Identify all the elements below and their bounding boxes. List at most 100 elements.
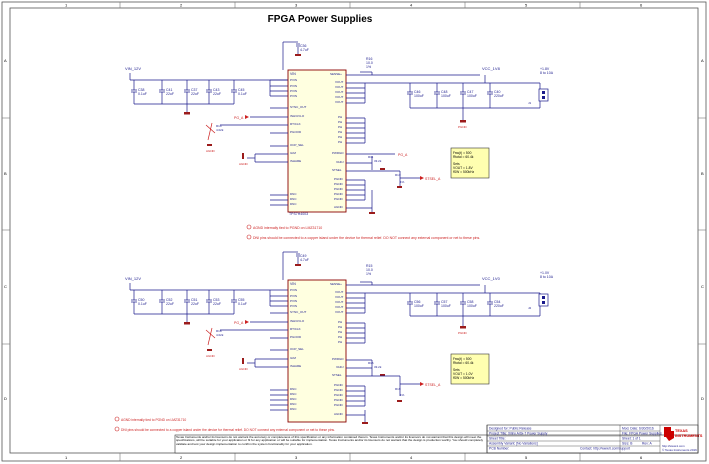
svg-text:C54: C54 <box>494 300 500 304</box>
svg-text:DNC: DNC <box>290 402 297 406</box>
svg-text:STSEL_A: STSEL_A <box>425 177 441 181</box>
svg-text:PGND: PGND <box>334 403 344 407</box>
svg-text:VOUT: VOUT <box>335 95 344 99</box>
svg-text:Size: B: Size: B <box>622 442 633 446</box>
svg-text:Rtotal = 60.4k: Rtotal = 60.4k <box>453 155 474 159</box>
svg-text:R15: R15 <box>366 264 372 268</box>
svg-text:PGND: PGND <box>458 125 468 129</box>
svg-text:10.0: 10.0 <box>366 268 373 272</box>
col-label: 4 <box>410 3 413 8</box>
svg-text:100uF: 100uF <box>414 94 424 98</box>
svg-text:R13: R13 <box>395 173 401 177</box>
svg-text:0.1uF: 0.1uF <box>238 302 247 306</box>
svg-text:10.0: 10.0 <box>366 61 373 65</box>
svg-text:PH: PH <box>338 335 342 339</box>
svg-text:Project Title: Xilinx Artix-7: Project Title: Xilinx Artix-7 Power Supp… <box>489 432 548 436</box>
sheet-title: FPGA Power Supplies <box>268 14 373 25</box>
svg-text:33.2k: 33.2k <box>374 365 382 369</box>
svg-text:fSW = 500kHz: fSW = 500kHz <box>453 376 475 380</box>
svg-text:4.7uF: 4.7uF <box>300 258 309 262</box>
svg-text:PGOOD: PGOOD <box>290 130 302 134</box>
svg-text:Assembly Variant: [No Variatio: Assembly Variant: [No Variations] <box>489 442 538 446</box>
svg-text:C37: C37 <box>191 88 197 92</box>
svg-text:RT/CLK: RT/CLK <box>290 327 301 331</box>
row-label: B <box>4 171 7 176</box>
svg-text:220uF: 220uF <box>494 94 504 98</box>
svg-text:DNC: DNC <box>290 387 297 391</box>
col-label: 3 <box>295 455 298 460</box>
row-label: A <box>701 58 704 63</box>
svg-text:VADJ: VADJ <box>336 160 344 164</box>
svg-text:VOUT: VOUT <box>335 90 344 94</box>
svg-text:TEXAS: TEXAS <box>675 429 688 433</box>
svg-text:PH: PH <box>338 135 342 139</box>
row-labels: A B C D A B C D <box>4 58 704 401</box>
col-label: 3 <box>295 3 298 8</box>
svg-text:100uF: 100uF <box>441 94 451 98</box>
ph-pins <box>346 322 366 344</box>
svg-text:VOUT = 1.8V: VOUT = 1.8V <box>453 166 473 170</box>
svg-text:C43: C43 <box>213 88 219 92</box>
svg-text:PH: PH <box>338 325 342 329</box>
svg-text:J1: J1 <box>528 101 532 105</box>
svg-text:SENSE+: SENSE+ <box>330 72 342 76</box>
svg-text:PGND: PGND <box>334 187 344 191</box>
svg-text:22uF: 22uF <box>191 302 199 306</box>
svg-text:22uF: 22uF <box>213 302 221 306</box>
svg-text:PH: PH <box>338 140 342 144</box>
svg-text:VOUT: VOUT <box>335 300 344 304</box>
svg-text:PVIN: PVIN <box>290 304 297 308</box>
svg-text:INH/UVLO: INH/UVLO <box>290 114 305 118</box>
svg-text:STSEL: STSEL <box>332 168 342 172</box>
svg-text:8 to 10A: 8 to 10A <box>540 71 554 75</box>
svg-text:PGND: PGND <box>334 393 344 397</box>
col-label: 5 <box>525 455 528 460</box>
pgnd-pins <box>346 385 368 424</box>
svg-text:DNC: DNC <box>290 392 297 396</box>
input-net-label: VIN_12V <box>125 66 141 71</box>
svg-text:VOUT: VOUT <box>335 290 344 294</box>
svg-text:C47: C47 <box>467 90 473 94</box>
svg-text:Contact: http://www.ti.com/sup: Contact: http://www.ti.com/support <box>580 447 630 451</box>
svg-text:AGND: AGND <box>334 412 344 416</box>
svg-text:AGND: AGND <box>239 367 249 371</box>
svg-text:220uF: 220uF <box>494 304 504 308</box>
svg-text:DNC: DNC <box>290 397 297 401</box>
svg-text:PG_A: PG_A <box>234 321 244 325</box>
svg-text:PH: PH <box>338 130 342 134</box>
svg-text:100uF: 100uF <box>467 304 477 308</box>
disclaimer-text: Texas Instruments and/or its licensors d… <box>176 435 484 446</box>
col-label: 2 <box>180 455 183 460</box>
output-connector <box>538 293 549 307</box>
svg-text:R16: R16 <box>368 361 374 365</box>
svg-text:PGND: PGND <box>334 182 344 186</box>
svg-text:PGND: PGND <box>334 177 344 181</box>
svg-text:C46: C46 <box>414 90 420 94</box>
row-label: B <box>701 171 704 176</box>
svg-text:100uF: 100uF <box>467 94 477 98</box>
svg-text:PG_A: PG_A <box>234 116 244 120</box>
col-label: 1 <box>65 455 68 460</box>
svg-text:File: FPGA Power Supplies: File: FPGA Power Supplies <box>622 432 662 436</box>
regulator-ic <box>287 69 347 213</box>
svg-text:VOUT: VOUT <box>335 305 344 309</box>
svg-text:8 to 10A: 8 to 10A <box>540 275 554 279</box>
svg-text:PH: PH <box>338 120 342 124</box>
svg-text:VOUT: VOUT <box>335 85 344 89</box>
svg-text:VOUT: VOUT <box>335 295 344 299</box>
svg-text:OCP_SEL: OCP_SEL <box>290 347 304 351</box>
svg-text:PVIN: PVIN <box>290 78 297 82</box>
svg-text:22uF: 22uF <box>213 92 221 96</box>
svg-text:PWRGD: PWRGD <box>332 357 344 361</box>
svg-text:22uF: 22uF <box>191 92 199 96</box>
svg-text:PVIN: PVIN <box>290 294 297 298</box>
svg-text:33.2k: 33.2k <box>374 159 382 163</box>
svg-text:RT/CLK: RT/CLK <box>290 122 301 126</box>
svg-text:PGOOD: PGOOD <box>290 335 302 339</box>
ph-pins <box>346 117 366 144</box>
